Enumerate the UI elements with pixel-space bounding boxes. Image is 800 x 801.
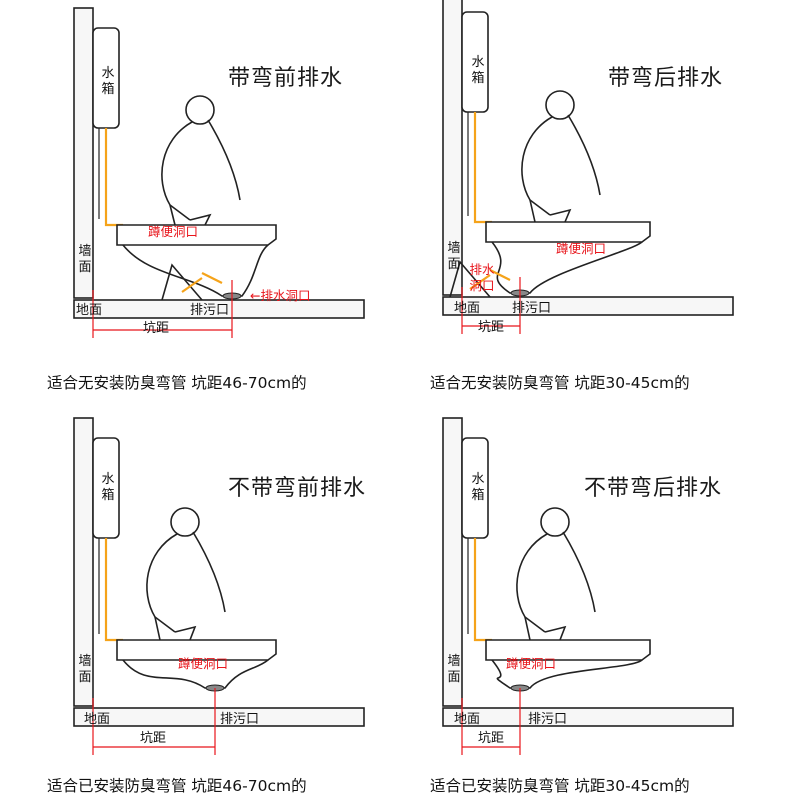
floor-label: 地面 [454,301,481,316]
wall-label: 墙面 [447,241,461,272]
squat-hole-label: 蹲便洞口 [148,224,199,239]
person-arm [192,531,226,613]
person-legs [524,616,567,641]
squat-pan [485,221,651,243]
pit-distance-label: 坑距 [140,731,167,746]
bowl-body [491,241,643,294]
floor-label: 地面 [84,712,111,727]
pit-distance-label: 坑距 [478,731,505,746]
toilet-diagram-2 [442,0,734,334]
person-legs [169,204,212,226]
squat-hole-label: 蹲便洞口 [178,656,229,671]
flow-arrow [469,274,491,290]
squat-pan [116,639,277,661]
flow-arrow [181,277,203,293]
drain-hole-label: ←排水洞口 [250,288,311,303]
tank-label: 水箱 [471,55,485,86]
flush-pipe [473,112,492,224]
toilet-diagram-4 [442,417,734,755]
floor-slab [442,707,734,727]
tank-label: 水箱 [101,472,115,503]
trap-bend [449,260,491,298]
trap-bend [161,263,203,301]
squat-hole-label: 蹲便洞口 [506,656,557,671]
pit-distance-label: 坑距 [478,320,505,335]
panel-title: 带弯前排水 [228,66,344,91]
person-back [146,533,178,633]
wall [73,417,94,707]
flush-pipe [104,538,123,642]
toilet-diagram-3 [73,417,365,755]
wall-label: 墙面 [78,244,92,275]
floor-slab [73,299,365,319]
person-back [521,116,553,216]
person-head [170,507,200,537]
panel-caption: 适合已安装防臭弯管 坑距30-45cm的 [430,777,690,795]
panel-front-drain-without-trap: 不带弯前排水 水箱 墙面 地面 排污口 坑距 蹲便洞口 适合已安装防臭弯管 坑距… [0,400,400,800]
outlet-label: 排污口 [512,301,552,316]
person-head [545,90,575,120]
bowl-body [122,659,269,689]
squat-pan [485,639,651,661]
floor-label: 地面 [76,303,103,318]
squat-hole-label: 蹲便洞口 [556,241,607,256]
panel-rear-drain-with-trap: 带弯后排水 水箱 墙面 地面 排污口 坑距 蹲便洞口 排水洞口 适合无安装防臭弯… [400,0,800,400]
wall [73,7,94,299]
flow-arrow [201,272,223,284]
panel-caption: 适合已安装防臭弯管 坑距46-70cm的 [47,777,307,795]
person-legs [154,616,197,641]
panel-title: 不带弯后排水 [584,476,723,501]
tank-label: 水箱 [101,66,115,97]
floor-label: 地面 [454,712,481,727]
outlet-label: 排污口 [528,712,568,727]
panel-title: 带弯后排水 [608,66,724,91]
person-head [185,95,215,125]
drain-hole-label: 排水洞口 [469,262,495,293]
squat-pan [116,224,277,246]
person-legs [529,199,572,223]
outlet-label: 排污口 [220,712,260,727]
flush-pipe [104,128,123,227]
bowl-body [122,244,269,297]
panel-rear-drain-without-trap: 不带弯后排水 水箱 墙面 地面 排污口 坑距 蹲便洞口 适合已安装防臭弯管 坑距… [400,400,800,800]
person-arm [562,531,596,613]
person-back [516,533,548,633]
toilet-diagram-1 [73,7,365,338]
panel-caption: 适合无安装防臭弯管 坑距30-45cm的 [430,374,690,392]
floor-slab [73,707,365,727]
wall [442,0,463,296]
person-arm [207,119,241,201]
tank-label: 水箱 [471,472,485,503]
flow-arrow [489,269,511,281]
person-back [161,121,193,221]
person-arm [567,114,601,196]
panel-caption: 适合无安装防臭弯管 坑距46-70cm的 [47,374,307,392]
person-head [540,507,570,537]
bowl-body [491,659,643,689]
floor-slab [442,296,734,316]
flush-pipe [473,538,492,642]
panel-title: 不带弯前排水 [228,476,367,501]
wall [442,417,463,707]
panel-front-drain-with-trap: 带弯前排水 水箱 墙面 地面 排污口 坑距 蹲便洞口 ←排水洞口 适合无安装防臭… [0,0,400,400]
pit-distance-label: 坑距 [143,321,170,336]
outlet-label: 排污口 [190,303,230,318]
wall-label: 墙面 [78,654,92,685]
wall-label: 墙面 [447,654,461,685]
